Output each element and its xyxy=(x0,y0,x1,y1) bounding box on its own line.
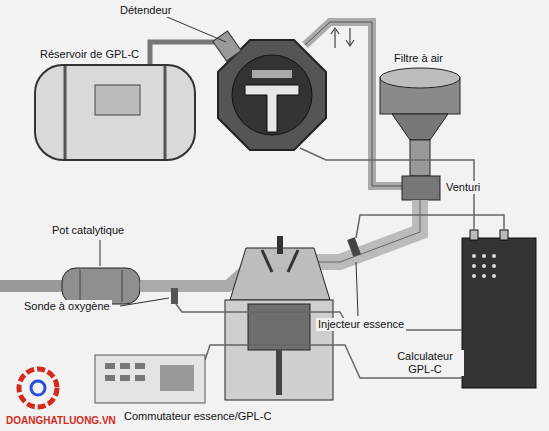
regulator-valve xyxy=(245,85,299,132)
logo-center xyxy=(31,381,45,395)
venturi xyxy=(402,176,440,200)
leader-line xyxy=(160,14,226,42)
leader-line xyxy=(100,240,101,266)
spark-plug xyxy=(277,236,283,254)
air-filter-cone xyxy=(392,114,448,140)
switch-panel xyxy=(95,355,205,403)
flow-arrow xyxy=(331,28,339,48)
tank-strap xyxy=(164,66,167,159)
wire xyxy=(176,304,462,330)
part-label: Détendeur xyxy=(118,4,173,17)
ecu-box xyxy=(462,238,536,388)
catalytic-converter xyxy=(62,268,140,304)
connecting-rod xyxy=(276,350,282,395)
part-label: Calculateur GPL-C xyxy=(386,350,464,376)
watermark: DOANGHATLUONG.VN xyxy=(4,414,118,427)
cylinder-block xyxy=(225,300,333,400)
ecu-leds xyxy=(472,254,496,278)
exhaust-pipe xyxy=(0,280,62,292)
air-duct xyxy=(410,140,430,176)
air-filter-top xyxy=(380,68,460,88)
flow-arrow xyxy=(346,28,354,46)
valve xyxy=(288,250,298,272)
valve xyxy=(262,250,272,272)
logo-gear xyxy=(19,369,57,407)
piston xyxy=(248,304,310,350)
part-label: Pot catalytique xyxy=(50,224,126,237)
petrol-injector xyxy=(347,237,361,257)
leader-line xyxy=(356,262,358,316)
oxygen-sensor xyxy=(171,288,178,304)
part-label: Injecteur essence xyxy=(316,318,406,331)
part-label: Filtre à air xyxy=(392,52,445,65)
ecu-connector xyxy=(500,230,508,240)
leader-line xyxy=(120,298,169,306)
tank-strap xyxy=(64,66,67,159)
regulator-slot xyxy=(252,70,292,78)
regulator-body xyxy=(218,40,326,150)
part-label: Commutateur essence/GPL-C xyxy=(122,410,273,423)
regulator-diaphragm xyxy=(232,55,312,135)
tank-gauge xyxy=(95,85,140,115)
ecu-connector xyxy=(470,230,478,240)
solenoid-valve xyxy=(213,31,242,61)
converter-rib xyxy=(122,270,123,302)
part-label: Réservoir de GPL-C xyxy=(38,48,141,61)
cylinder-head xyxy=(230,248,330,300)
wire xyxy=(356,215,504,238)
switch-leds xyxy=(105,363,194,391)
converter-rib xyxy=(80,270,81,302)
intake-edge xyxy=(305,200,420,262)
part-label: Sonde à oxygène xyxy=(22,300,112,313)
exhaust-pipe xyxy=(140,270,246,286)
lpg-tank xyxy=(35,65,195,160)
intake-manifold xyxy=(305,200,420,262)
part-label: Venturi xyxy=(444,181,482,194)
gas-line xyxy=(150,42,222,65)
